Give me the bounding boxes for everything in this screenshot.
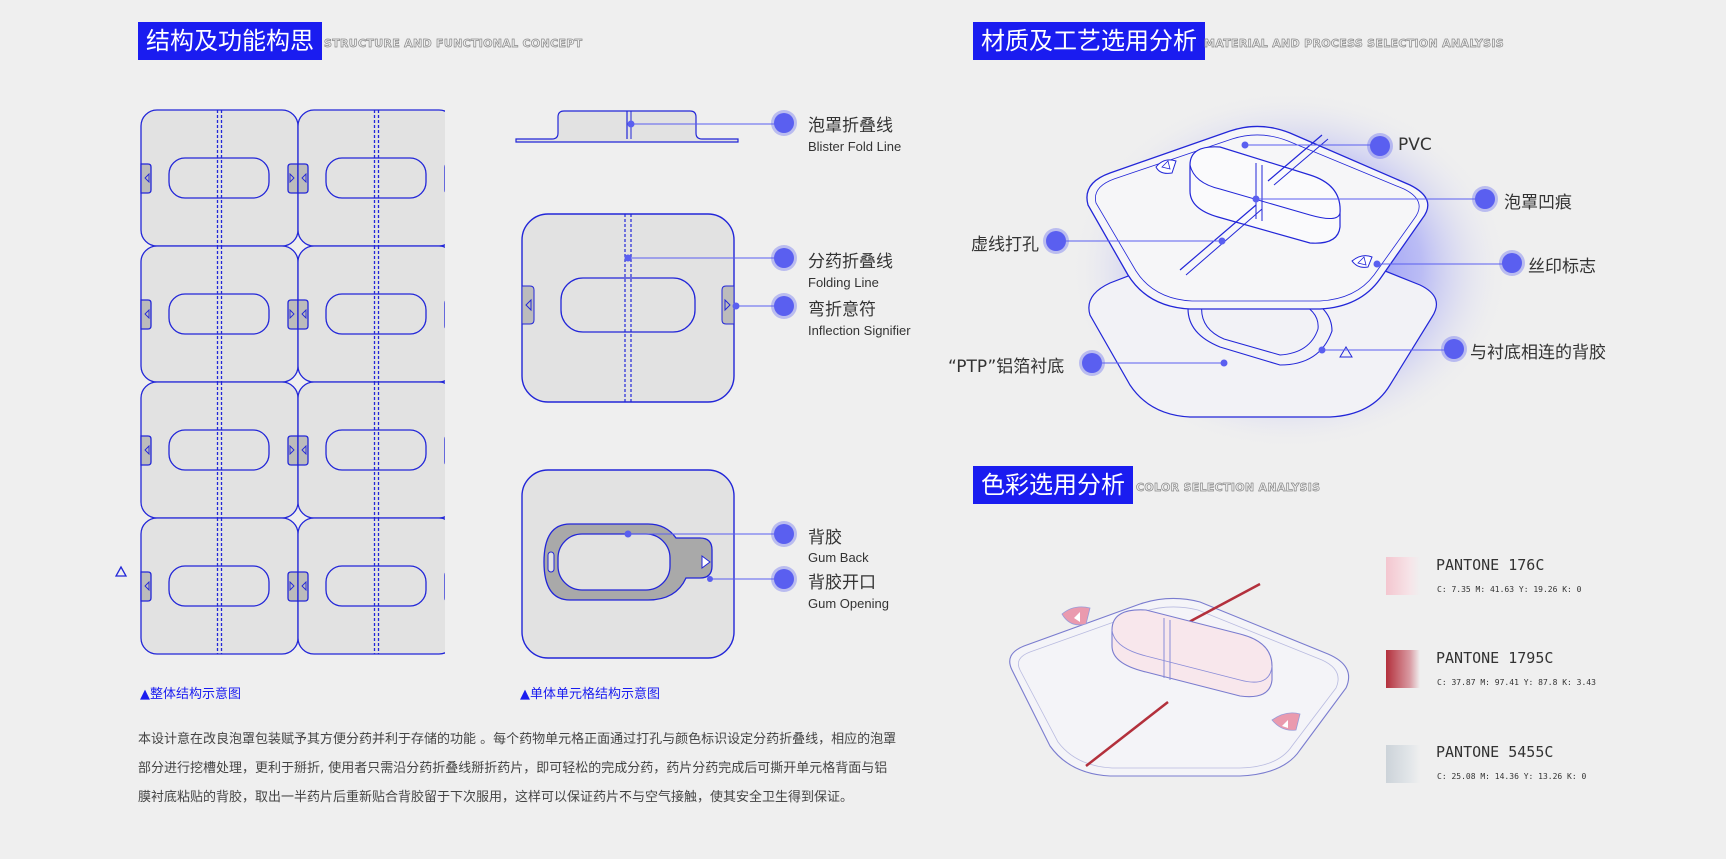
structure-section-title: 结构及功能构思 — [138, 22, 322, 60]
perforation-marker — [1046, 231, 1066, 251]
folding-line-label: 分药折叠线 — [808, 252, 893, 272]
inflection-label-en: Inflection Signifier — [808, 323, 911, 338]
gum-link-marker — [1444, 339, 1464, 359]
gum-opening-leader — [707, 576, 783, 582]
material-leader-lines — [1056, 141, 1510, 367]
silk-print-marker — [1502, 253, 1522, 273]
grid-cell — [297, 109, 445, 247]
overall-diagram-caption: ▲整体结构示意图 — [140, 687, 241, 702]
gum-back-marker — [774, 524, 794, 544]
folding-line-label-en: Folding Line — [808, 275, 879, 290]
grid-cell — [297, 381, 445, 519]
grid-cell — [140, 109, 299, 247]
grid-cell — [297, 517, 445, 655]
color-render-illustration — [1009, 582, 1350, 777]
blister-side-view — [515, 110, 739, 143]
grid-cell — [140, 245, 299, 383]
silk-print-label: 丝印标志 — [1528, 257, 1596, 277]
gum-back-label: 背胶 — [808, 528, 842, 548]
gum-opening-label: 背胶开口 — [808, 573, 876, 593]
grid-cell — [140, 381, 299, 519]
gum-opening-marker — [774, 569, 794, 589]
pantone-name-1: PANTONE 176C — [1436, 556, 1545, 574]
pvc-label: PVC — [1398, 135, 1432, 155]
pantone-name-3: PANTONE 5455C — [1436, 743, 1554, 761]
pantone-cmyk-1: C: 7.35 M: 41.63 Y: 19.26 K: 0 — [1437, 585, 1582, 594]
grid-cell — [140, 517, 299, 655]
material-section-title: 材质及工艺选用分析 — [973, 22, 1205, 60]
folding-line-marker — [774, 248, 794, 268]
pantone-swatch-2 — [1386, 650, 1420, 688]
structure-section-subtitle: STRUCTURE AND FUNCTIONAL CONCEPT — [324, 37, 583, 51]
blister-dent-label: 泡罩凹痕 — [1504, 193, 1572, 213]
ptp-marker — [1082, 353, 1102, 373]
gum-back-label-en: Gum Back — [808, 550, 869, 565]
blister-fold-label: 泡罩折叠线 — [808, 116, 893, 136]
blister-fold-label-en: Blister Fold Line — [808, 139, 902, 154]
single-unit-top-view — [521, 213, 735, 403]
grid-cell — [297, 245, 445, 383]
color-section-title: 色彩选用分析 — [973, 466, 1133, 504]
blister-fold-marker — [774, 113, 794, 133]
material-section-subtitle: MATERIAL AND PROCESS SELECTION ANALYSIS — [1204, 37, 1505, 51]
gum-opening-label-en: Gum Opening — [808, 596, 889, 611]
inflection-marker — [774, 296, 794, 316]
material-exploded-view — [1070, 95, 1510, 450]
structure-leader-lines — [624, 120, 782, 538]
blister-dent-marker — [1475, 189, 1495, 209]
ptp-label: “PTP”铝箔衬底 — [948, 357, 1065, 377]
gum-back-view — [521, 469, 735, 659]
inflection-label: 弯折意符 — [808, 300, 876, 320]
pantone-cmyk-2: C: 37.87 M: 97.41 Y: 87.8 K: 3.43 — [1437, 678, 1596, 687]
design-description: 本设计意在改良泡罩包装赋予其方便分药并利于存储的功能 。每个药物单元格正面通过打… — [138, 732, 897, 805]
gum-link-label: 与衬底相连的背胶 — [1470, 343, 1606, 363]
color-section-subtitle: COLOR SELECTION ANALYSIS — [1136, 481, 1321, 495]
triangle-marker-icon — [115, 565, 128, 577]
perforation-label: 虚线打孔 — [971, 235, 1039, 255]
pantone-name-2: PANTONE 1795C — [1436, 649, 1554, 667]
pvc-marker — [1370, 136, 1390, 156]
pantone-cmyk-3: C: 25.08 M: 14.36 Y: 13.26 K: 0 — [1437, 772, 1587, 781]
unit-diagram-caption: ▲单体单元格结构示意图 — [520, 687, 660, 702]
pantone-swatch-1 — [1386, 557, 1420, 595]
pantone-swatch-3 — [1386, 745, 1420, 783]
overall-structure-diagram — [115, 109, 445, 655]
